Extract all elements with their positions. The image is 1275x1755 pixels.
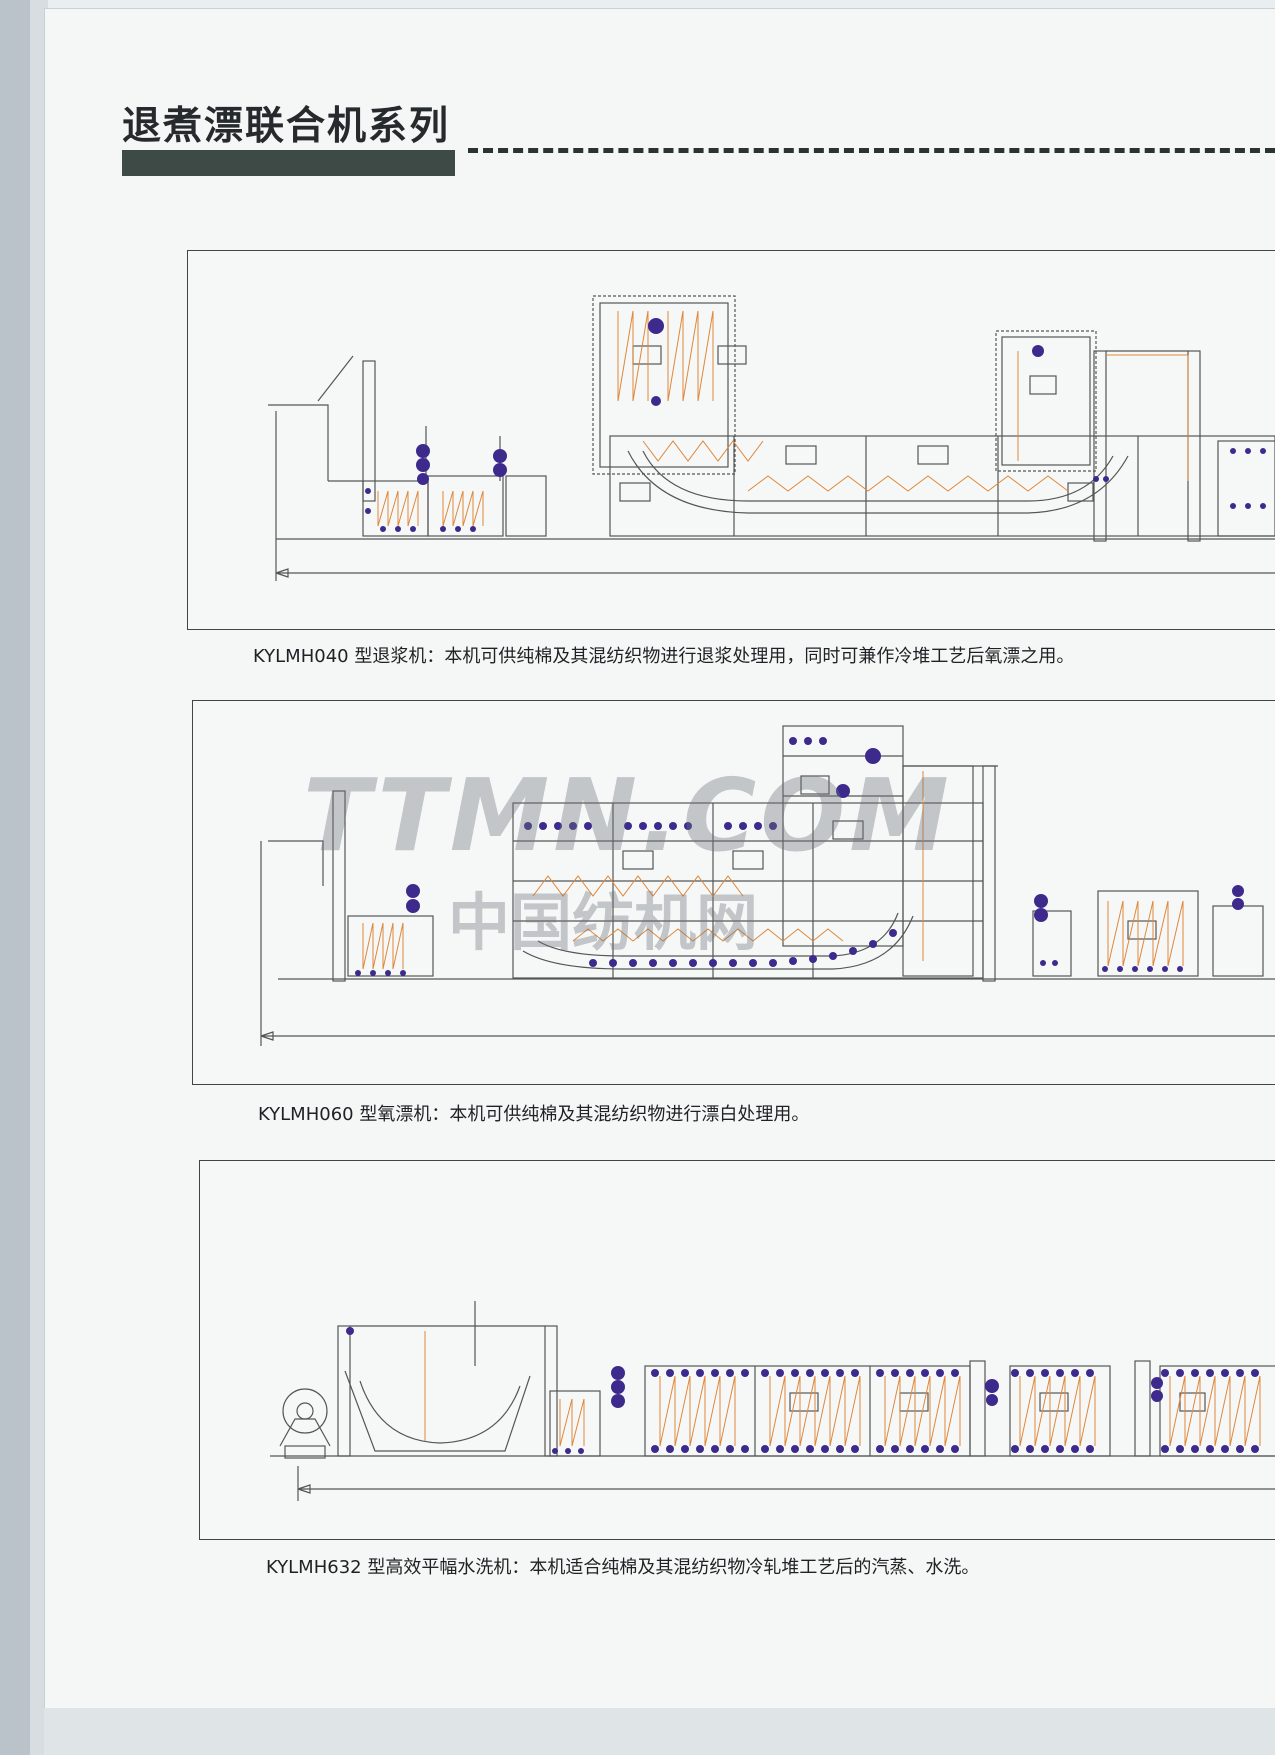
machine-desc-2: 本机可供纯棉及其混纺织物进行漂白处理用。 <box>449 1104 810 1125</box>
page-title: 退煮漂联合机系列 <box>122 104 451 149</box>
machine-model-3: KYLMH632 型高效平幅水洗机 <box>266 1557 512 1578</box>
washing-machine-drawing <box>270 1301 1275 1501</box>
machine-desc-1: 本机可供纯棉及其混纺织物进行退浆处理用，同时可兼作冷堆工艺后氧漂之用。 <box>444 646 1075 667</box>
scan-edge-dark <box>0 0 30 1755</box>
machine-model-1: KYLMH040 型退浆机 <box>253 646 427 667</box>
bleaching-machine-drawing <box>260 725 1275 1046</box>
title-dashed-rule <box>468 148 1275 153</box>
machine-caption-3: KYLMH632 型高效平幅水洗机：本机适合纯棉及其混纺织物冷轧堆工艺后的汽蒸、… <box>266 1553 979 1579</box>
machine-caption-2: KYLMH060 型氧漂机：本机可供纯棉及其混纺织物进行漂白处理用。 <box>258 1100 809 1126</box>
machine-caption-1: KYLMH040 型退浆机：本机可供纯棉及其混纺织物进行退浆处理用，同时可兼作冷… <box>253 642 1074 668</box>
machine-diagram-1 <box>187 250 1275 630</box>
caption-colon-3: ： <box>511 1557 530 1578</box>
scan-edge-light <box>30 0 48 1755</box>
page-bottom-strip <box>44 1708 1275 1755</box>
machine-diagram-2: TTMN.COM 中国纺机网 <box>192 700 1275 1085</box>
desizing-machine-drawing <box>268 295 1275 581</box>
machine-diagram-3 <box>199 1160 1275 1540</box>
caption-colon-2: ： <box>431 1104 450 1125</box>
caption-colon-1: ： <box>426 646 445 667</box>
machine-desc-3: 本机适合纯棉及其混纺织物冷轧堆工艺后的汽蒸、水洗。 <box>529 1557 980 1578</box>
machine-model-2: KYLMH060 型氧漂机 <box>258 1104 432 1125</box>
title-underline-bar <box>122 150 455 176</box>
